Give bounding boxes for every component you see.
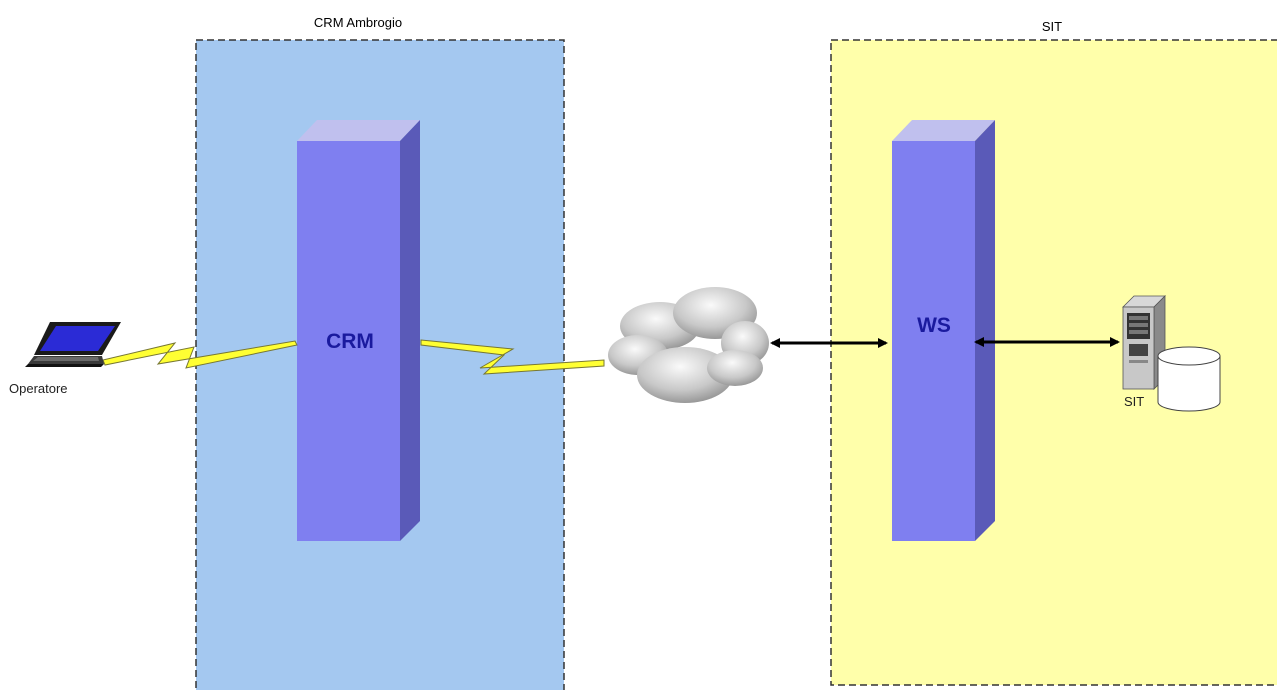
zone-crm-ambrogio-title: CRM Ambrogio [314, 15, 402, 30]
zone-sit-title: SIT [1042, 19, 1062, 34]
ws-block-side [975, 120, 995, 541]
laptop-icon [25, 322, 121, 367]
ws-label: WS [917, 314, 951, 337]
crm-block-front [297, 141, 400, 541]
ws-block-top [892, 120, 995, 141]
ws-block: WS [892, 120, 995, 541]
ws-block-front [892, 141, 975, 541]
crm-block-side [400, 120, 420, 541]
database-icon [1157, 346, 1221, 412]
crm-block: CRM [297, 120, 420, 541]
lightning-link-operator-crm [102, 340, 298, 369]
cloud-icon [608, 287, 769, 403]
sit-server-label: SIT [1124, 394, 1144, 409]
crm-label: CRM [326, 330, 374, 353]
lightning-link-crm-cloud [420, 339, 605, 375]
operatore-label: Operatore [9, 381, 68, 396]
crm-block-top [297, 120, 420, 141]
